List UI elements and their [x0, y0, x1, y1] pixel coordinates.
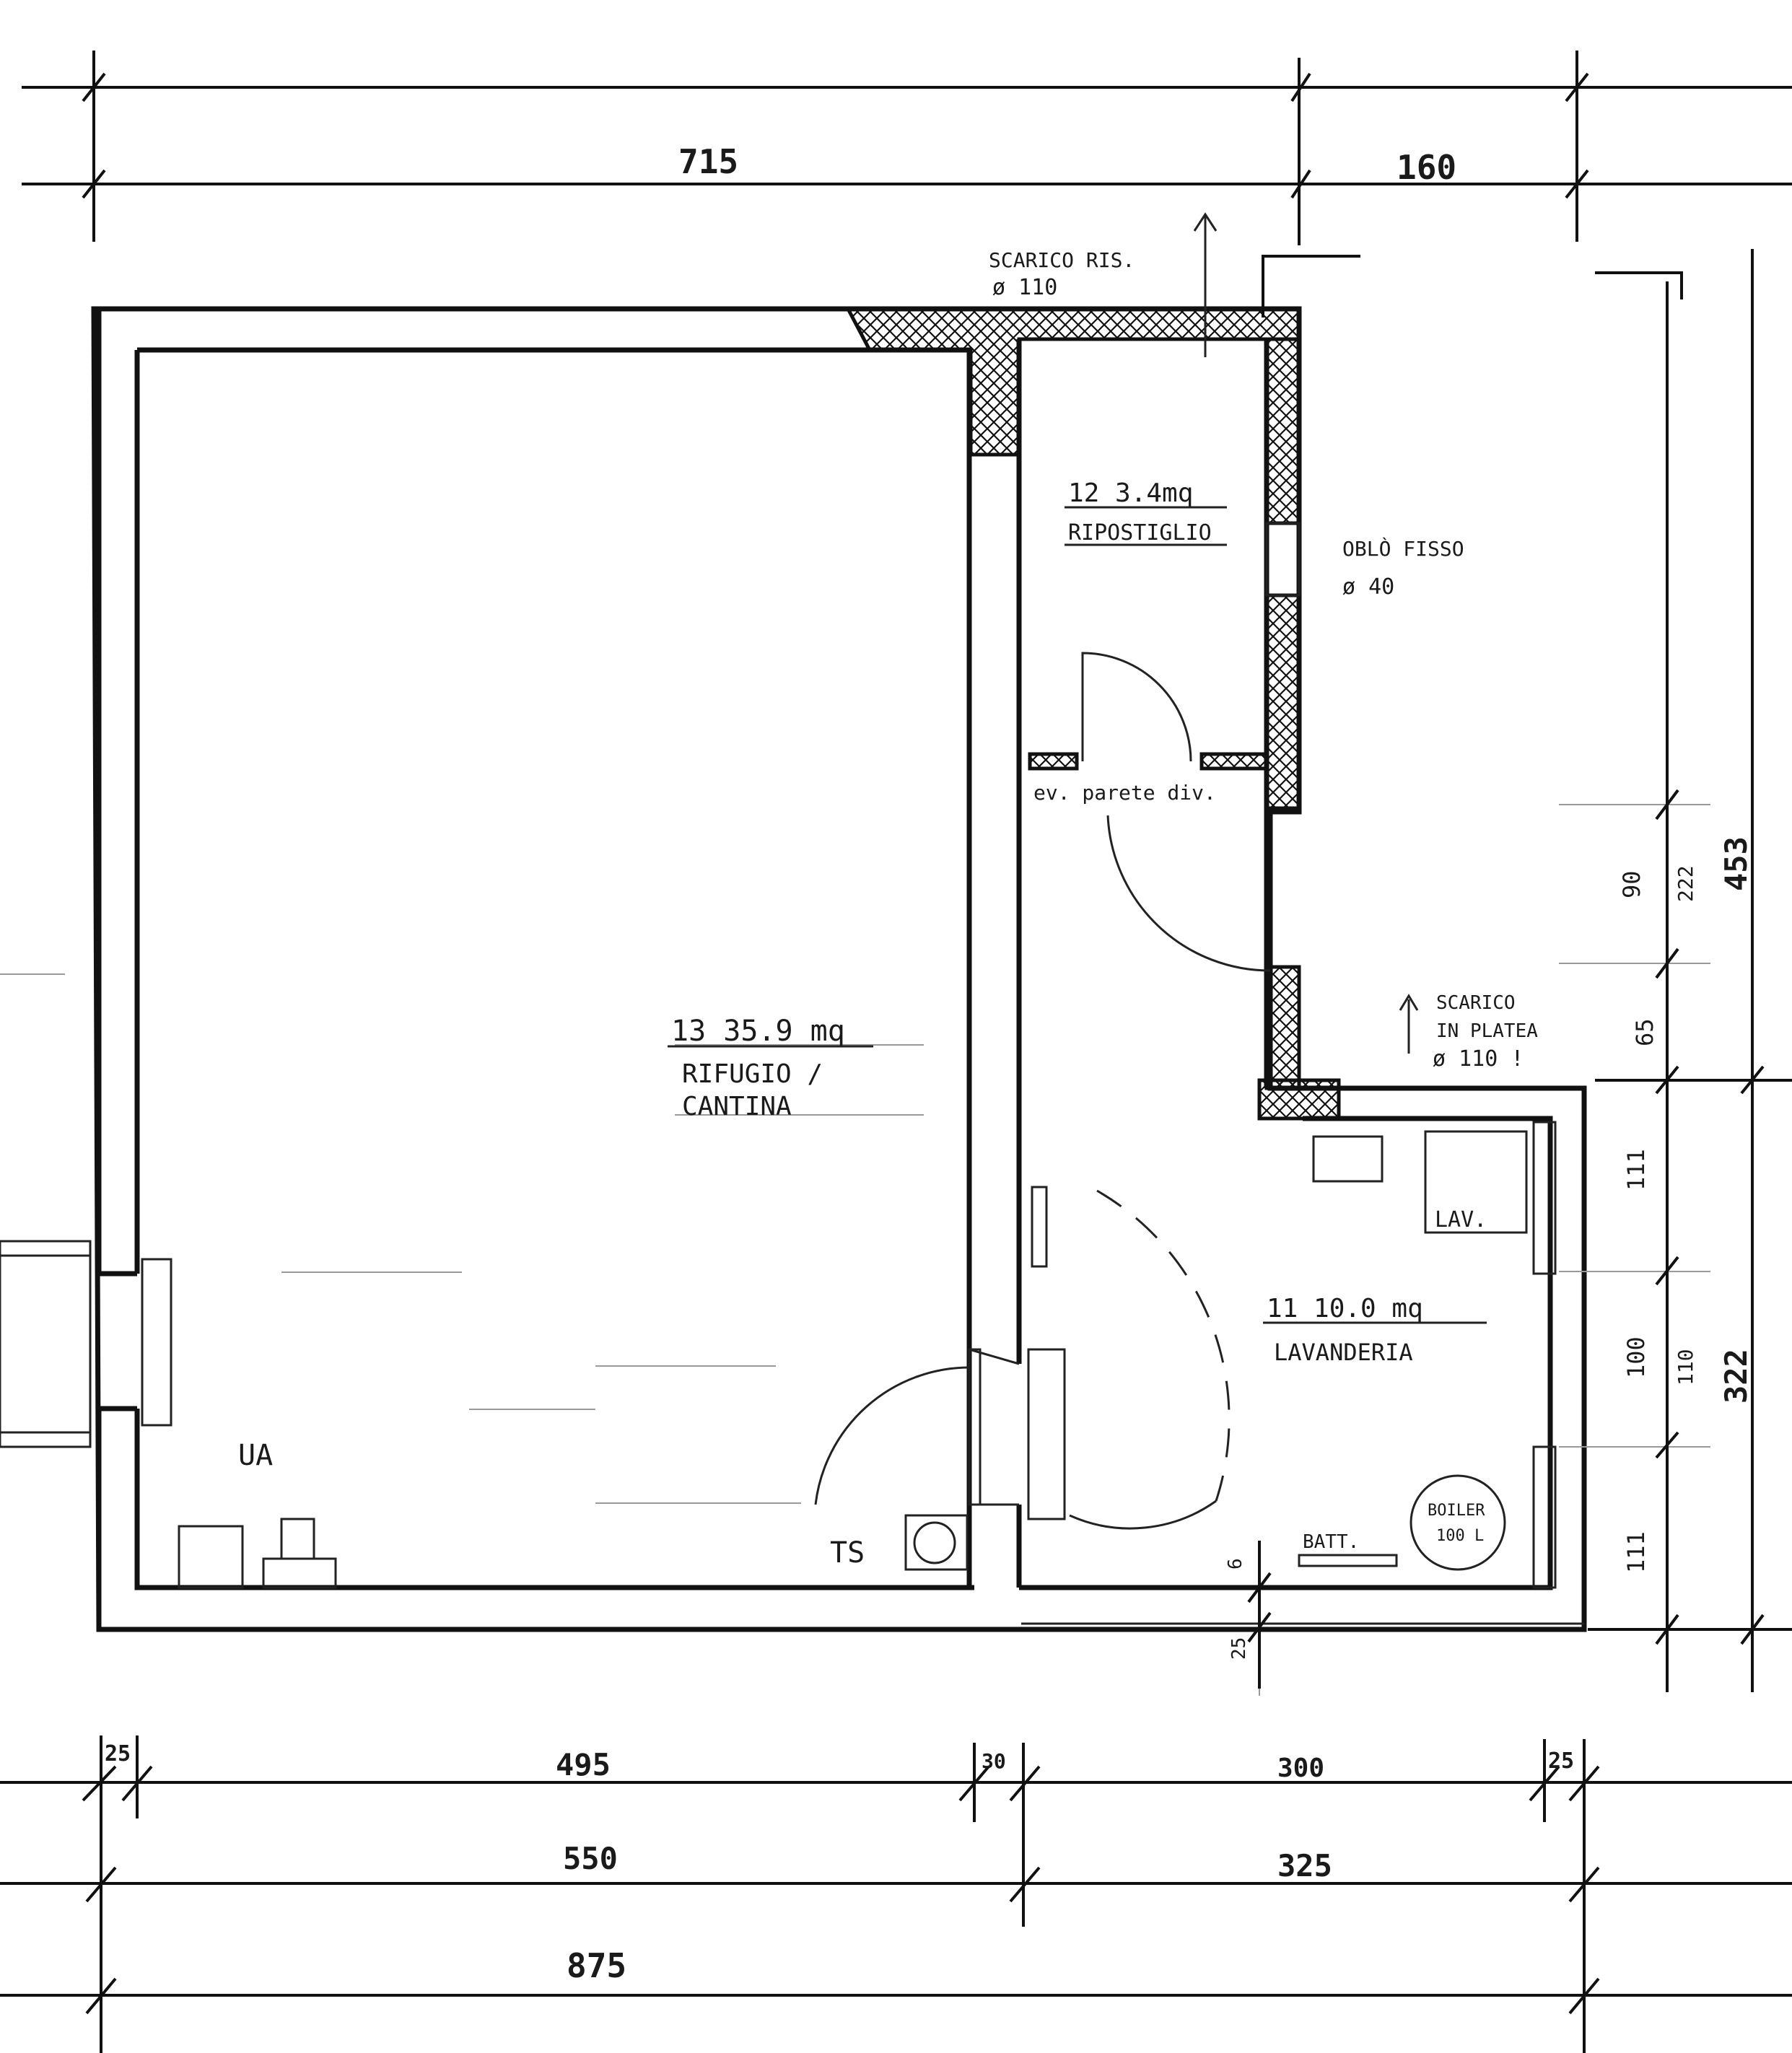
dim-bottom-25-left: 25: [105, 1741, 131, 1767]
scarico-ris-arrowhead: [1193, 212, 1218, 232]
scarico-platea-note-2: IN PLATEA: [1436, 1020, 1538, 1042]
scarico-ris-note: SCARICO RIS.: [989, 248, 1135, 272]
dim-right-322: 322: [1718, 1349, 1754, 1404]
ts-label: TS: [830, 1536, 865, 1570]
bottom-dimension-lines: [0, 1541, 1792, 2053]
dim-right-111-top: 111: [1622, 1149, 1650, 1191]
dim-bottom-325: 325: [1277, 1848, 1332, 1883]
dim-bottom-875: 875: [567, 1946, 626, 1985]
dim-top-715: 715: [678, 142, 738, 181]
dim-right-90: 90: [1618, 870, 1645, 898]
dim-right-110: 110: [1674, 1349, 1697, 1386]
scarico-ris-pipe: [1262, 255, 1360, 318]
dim-bottom-30: 30: [982, 1749, 1006, 1773]
lavanderia-name-label: LAVANDERIA: [1274, 1339, 1413, 1366]
lav-label: LAV.: [1435, 1207, 1487, 1233]
dim-bottom-25-right: 25: [1548, 1748, 1574, 1774]
oblo-diameter: ø 40: [1342, 574, 1394, 600]
fixtures: [178, 1121, 1557, 1589]
top-dimension-lines: [22, 51, 1792, 245]
oblo-note: OBLÒ FISSO: [1342, 536, 1464, 561]
hatched-walls: [844, 307, 1341, 1121]
dim-right-111-bottom: 111: [1622, 1531, 1650, 1573]
dim-right-65: 65: [1631, 1018, 1658, 1046]
dim-top-160: 160: [1397, 148, 1456, 187]
dim-bottom-495: 495: [556, 1747, 611, 1782]
dim-small-6: 6: [1225, 1558, 1246, 1570]
scarico-ris-diameter: ø 110: [992, 275, 1057, 300]
boiler-label-1: BOILER: [1428, 1502, 1485, 1520]
lavanderia-area-label: 11 10.0 mq: [1267, 1294, 1423, 1323]
left-window: [0, 1240, 172, 1448]
dim-bottom-550: 550: [563, 1841, 618, 1876]
dim-right-453: 453: [1718, 836, 1754, 891]
cantina-name-label-1: RIFUGIO /: [682, 1059, 823, 1089]
construction-lines: [0, 804, 1710, 1696]
cantina-area-label: 13 35.9 mq: [671, 1015, 845, 1048]
ua-label: UA: [238, 1439, 273, 1472]
doors: [814, 652, 1271, 1530]
right-dimension-lines: [1588, 249, 1792, 1692]
scarico-platea-arrowhead: [1399, 994, 1419, 1011]
scarico-platea-note-1: SCARICO: [1436, 992, 1516, 1014]
ripostiglio-name-label: RIPOSTIGLIO: [1068, 520, 1212, 546]
dim-right-222: 222: [1674, 865, 1697, 902]
dim-small-25: 25: [1228, 1637, 1250, 1660]
oblo-window: [1265, 522, 1301, 597]
dim-bottom-300: 300: [1277, 1754, 1324, 1783]
outer-walls: [91, 306, 1587, 1632]
cantina-name-label-2: CANTINA: [682, 1092, 792, 1121]
parete-note: ev. parete div.: [1033, 781, 1216, 805]
ripostiglio-area-label: 12 3.4mq: [1068, 478, 1193, 508]
batt-label: BATT.: [1303, 1531, 1359, 1553]
boiler-label-2: 100 L: [1436, 1527, 1484, 1545]
dim-right-100: 100: [1622, 1336, 1650, 1378]
scarico-platea-note-3: ø 110 !: [1433, 1046, 1524, 1072]
